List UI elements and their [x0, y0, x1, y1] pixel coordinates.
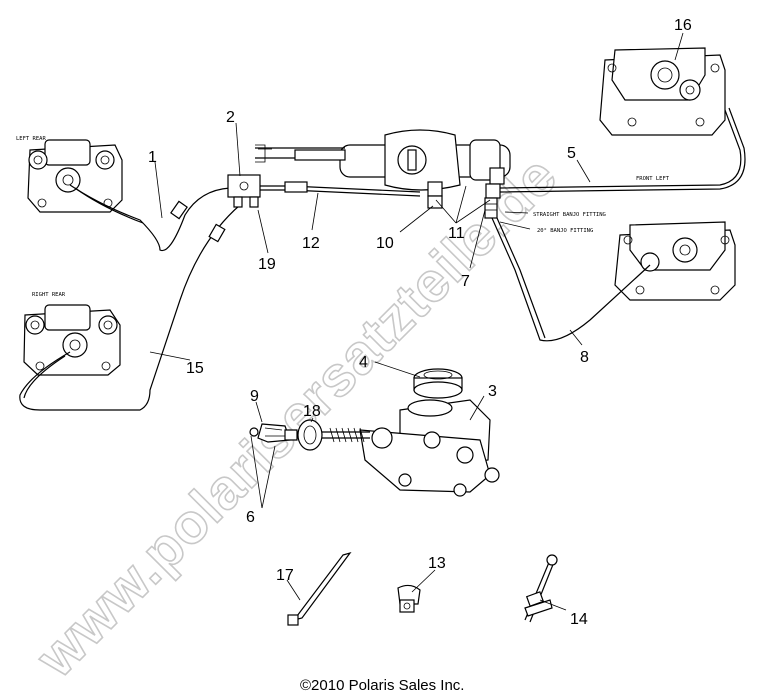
clip [397, 584, 421, 613]
label-15: 15 [186, 360, 204, 377]
brake-line-5 [499, 89, 742, 189]
copyright-text: ©2010 Polaris Sales Inc. [300, 677, 464, 694]
label-10: 10 [376, 235, 394, 252]
master-cylinder-upper [255, 129, 511, 197]
front-left-label: FRONT LEFT [636, 176, 670, 182]
banjo-20-label: 20° BANJO FITTING [537, 228, 593, 234]
label-17: 17 [276, 567, 294, 584]
straight-banjo-label: STRAIGHT BANJO FITTING [533, 212, 606, 218]
junction-block [227, 174, 261, 208]
label-12: 12 [302, 235, 320, 252]
front-right-caliper [614, 221, 736, 301]
brake-line-1 [69, 184, 231, 252]
label-11: 11 [448, 225, 465, 242]
label-1: 1 [148, 149, 157, 166]
label-8: 8 [580, 349, 589, 366]
front-left-caliper [599, 47, 726, 136]
label-14: 14 [570, 611, 588, 628]
clevis [249, 423, 298, 443]
master-cylinder [359, 399, 500, 497]
brake-line-8 [491, 217, 651, 342]
label-5: 5 [567, 145, 576, 162]
bracket [524, 554, 558, 623]
reservoir-cap [413, 368, 463, 399]
right-rear-label: RIGHT REAR [32, 292, 66, 298]
leader-lines [149, 32, 684, 611]
label-16: 16 [674, 17, 692, 34]
label-18: 18 [303, 403, 321, 420]
label-19: 19 [258, 256, 276, 273]
label-13: 13 [428, 555, 446, 572]
right-rear-caliper [23, 304, 121, 376]
label-2: 2 [226, 109, 235, 126]
banjo-fitting [484, 183, 501, 219]
boot [297, 419, 323, 451]
label-3: 3 [488, 383, 497, 400]
label-6: 6 [246, 509, 255, 526]
cable-tie [287, 551, 352, 626]
label-9: 9 [250, 388, 259, 405]
fitting-10 [427, 195, 443, 209]
label-4: 4 [359, 354, 368, 371]
left-rear-caliper [27, 139, 123, 213]
label-7: 7 [461, 273, 470, 290]
brake-line-15 [19, 204, 241, 411]
left-rear-label: LEFT REAR [16, 136, 46, 142]
